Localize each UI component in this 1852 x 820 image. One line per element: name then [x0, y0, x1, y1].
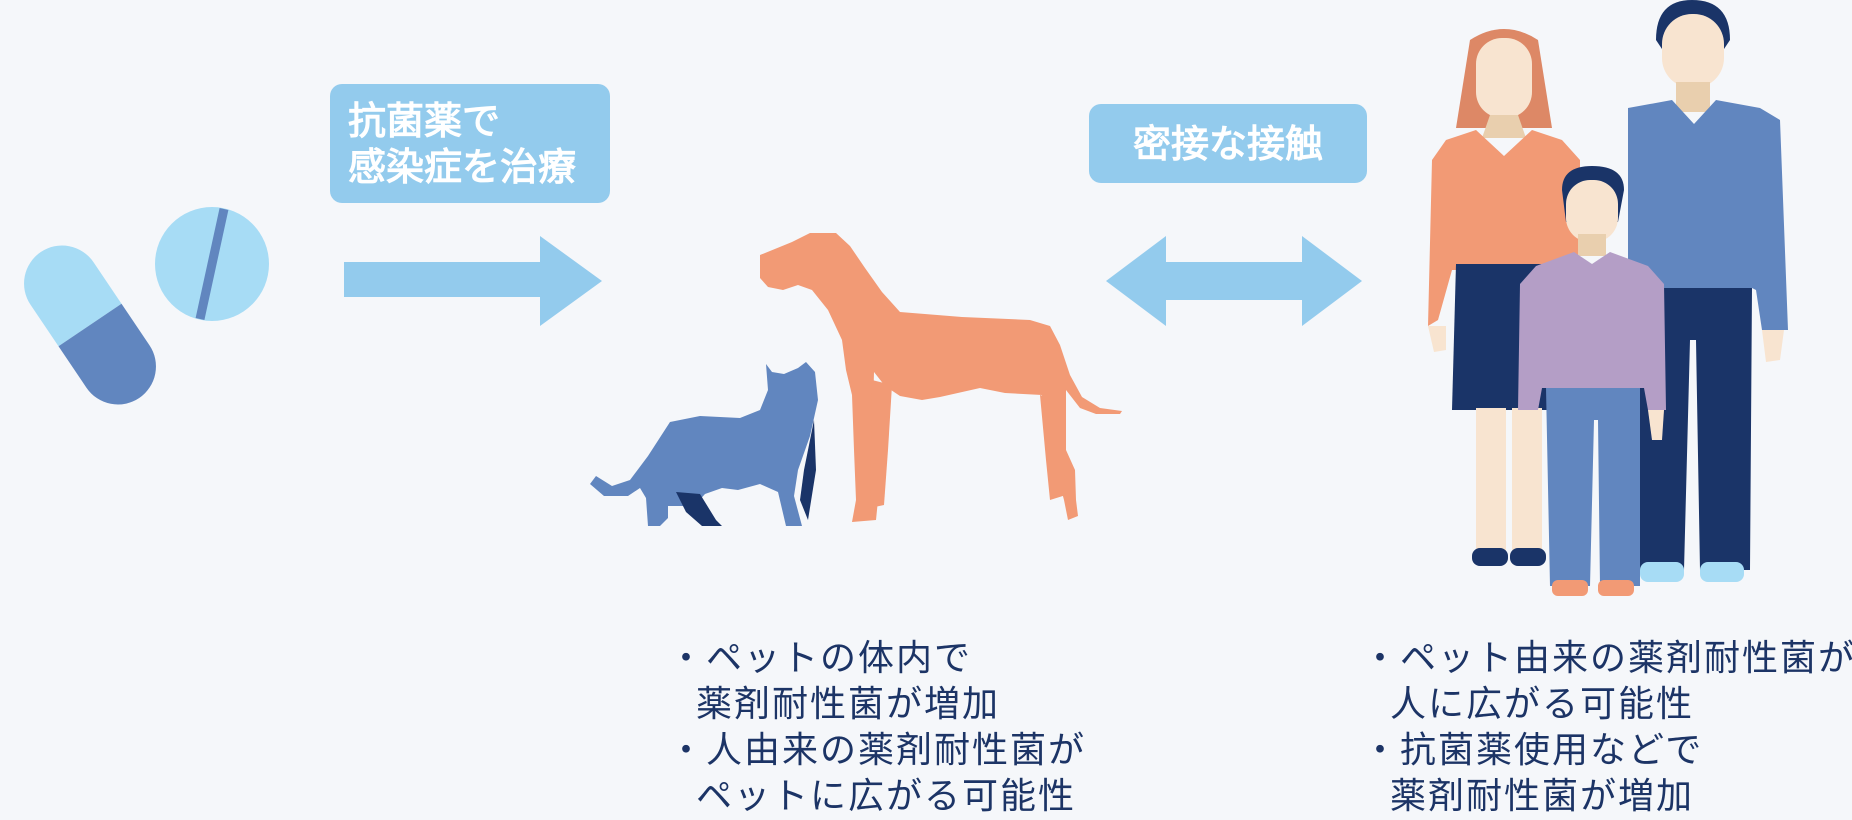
caption-line: ・人由来の薬剤耐性菌が	[668, 728, 1086, 774]
child-icon	[1518, 166, 1666, 596]
caption-text: ペットに広がる可能性	[696, 776, 1077, 817]
caption-line: ・ペット由来の薬剤耐性菌が	[1362, 636, 1852, 682]
treat-label-line2: 感染症を治療	[348, 144, 577, 189]
woman-icon	[1428, 29, 1580, 566]
caption-line: ・ペットの体内で	[668, 636, 1086, 682]
caption-text: 抗菌薬使用などで	[1400, 730, 1704, 771]
right-arrow-icon	[344, 236, 602, 326]
dog-icon	[760, 233, 1122, 522]
bullet: ・	[1362, 638, 1401, 679]
capsule-icon	[24, 245, 156, 405]
pets-caption: ・ペットの体内で 薬剤耐性菌が増加 ・人由来の薬剤耐性菌が ペットに広がる可能性	[668, 636, 1086, 820]
caption-line: 薬剤耐性菌が増加	[1362, 774, 1852, 820]
cat-icon	[590, 362, 818, 526]
caption-line: ・抗菌薬使用などで	[1362, 728, 1852, 774]
treat-label-line1: 抗菌薬で	[348, 98, 501, 143]
caption-line: 薬剤耐性菌が増加	[668, 682, 1086, 728]
bullet: ・	[668, 730, 707, 771]
treat-infection-label: 抗菌薬で 感染症を治療	[330, 84, 610, 203]
caption-text: 人に広がる可能性	[1390, 684, 1695, 725]
bullet: ・	[1362, 730, 1401, 771]
caption-line: 人に広がる可能性	[1362, 682, 1852, 728]
caption-line: ペットに広がる可能性	[668, 774, 1086, 820]
tablet-icon	[155, 207, 269, 321]
caption-text: ペット由来の薬剤耐性菌が	[1400, 638, 1852, 679]
caption-text: 薬剤耐性菌が増加	[1390, 776, 1695, 817]
people-caption: ・ペット由来の薬剤耐性菌が 人に広がる可能性 ・抗菌薬使用などで 薬剤耐性菌が増…	[1362, 636, 1852, 820]
close-contact-label: 密接な接触	[1089, 104, 1367, 183]
caption-text: ペットの体内で	[706, 638, 973, 679]
caption-text: 人由来の薬剤耐性菌が	[706, 730, 1087, 771]
double-arrow-icon	[1106, 236, 1362, 326]
contact-label-text: 密接な接触	[1132, 121, 1323, 166]
caption-text: 薬剤耐性菌が増加	[696, 684, 1001, 725]
man-icon	[1628, 0, 1788, 582]
bullet: ・	[668, 638, 707, 679]
